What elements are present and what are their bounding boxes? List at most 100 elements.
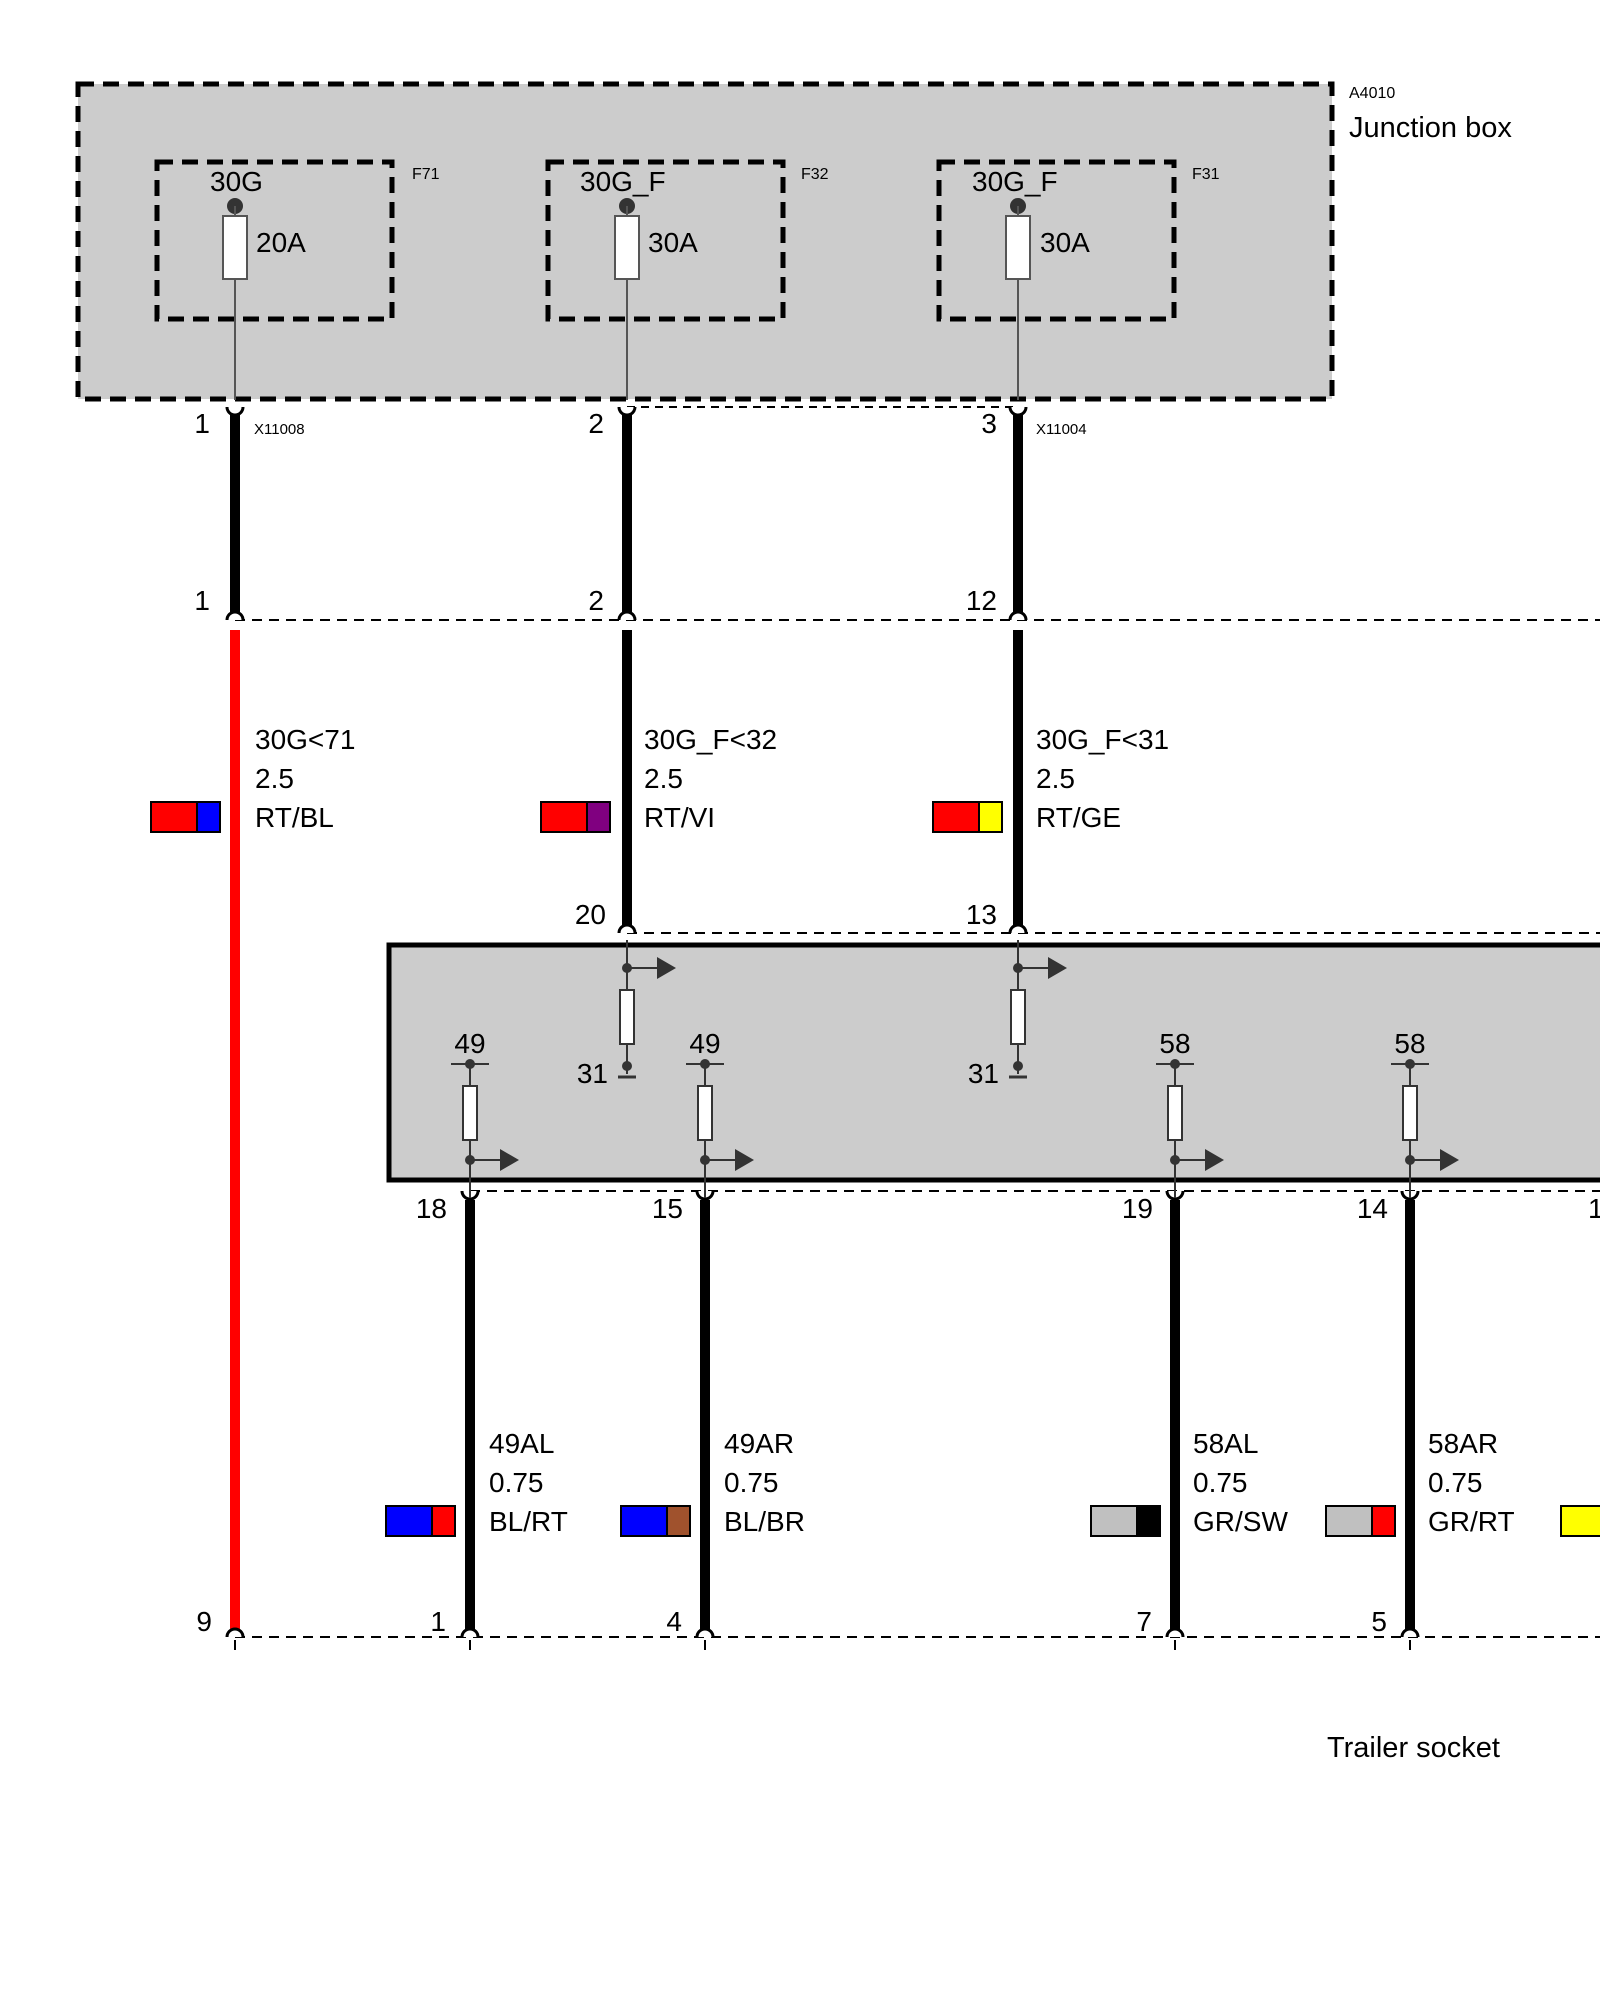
trailer-module: 31 31 49 49	[386, 940, 1600, 1198]
wire-swatch-secondary	[978, 801, 1003, 833]
ground-label: 31	[577, 1058, 608, 1089]
wire-gauge: 0.75	[1428, 1467, 1483, 1498]
wire-signal: 49AR	[724, 1428, 794, 1459]
wires-jb-to-mid	[230, 413, 1023, 612]
wire-signal: 30G_F<32	[644, 724, 777, 755]
module-output-49-left: 49	[451, 1028, 519, 1198]
pin-arc	[617, 923, 637, 934]
resistor-icon	[619, 989, 635, 1045]
pin-numbers: 1 2 3 1 2 12 20 13 18 15 19 14 1 9 1 4 7…	[194, 408, 1600, 1637]
pin-module-out-14: 14	[1357, 1193, 1388, 1224]
ground-label: 31	[968, 1058, 999, 1089]
wire-swatch-partial	[1560, 1505, 1600, 1537]
pin-jb-out-2: 2	[588, 408, 604, 439]
wire-color-code: BL/RT	[489, 1506, 568, 1537]
wire-signal: 58AL	[1193, 1428, 1258, 1459]
fuse-f71-box	[154, 159, 395, 322]
resistor-icon	[1167, 1085, 1183, 1141]
wire-swatch-secondary	[1371, 1505, 1396, 1537]
pin-arc	[1165, 1627, 1185, 1638]
wire-label-30g-f-32: 30G_F<32 2.5 RT/VI	[540, 724, 777, 833]
wire-label-58ar: 58AR 0.75 GR/RT	[1325, 1428, 1515, 1537]
fuse-f71-rating: 20A	[256, 227, 306, 258]
junction-box: A4010 Junction box F71 30G 20A F32 30G_F…	[75, 81, 1512, 402]
pin-jb-out-1: 1	[194, 408, 210, 439]
wire-swatch-primary	[540, 801, 588, 833]
upper-wire-labels: 30G<71 2.5 RT/BL 30G_F<32 2.5 RT/VI 30G_…	[150, 724, 1169, 833]
pin-jb-out-3: 3	[981, 408, 997, 439]
wire-swatch-primary	[1090, 1505, 1138, 1537]
wire-swatch-primary	[932, 801, 980, 833]
pin-socket-4: 4	[666, 1606, 682, 1637]
wire-swatch-primary	[620, 1505, 668, 1537]
fuse-f71: F71 30G 20A	[154, 159, 440, 400]
wires-upper	[230, 630, 1023, 1630]
module-input-20: 31	[577, 940, 676, 1089]
resistor-icon	[1010, 989, 1026, 1045]
pin-module-out-18: 18	[416, 1193, 447, 1224]
wire-color-code: RT/GE	[1036, 802, 1121, 833]
junction-box-outline	[75, 81, 1335, 402]
output-label: 58	[1394, 1028, 1425, 1059]
output-label: 58	[1159, 1028, 1190, 1059]
wire-gauge: 0.75	[1193, 1467, 1248, 1498]
pin-module-in-20: 20	[575, 899, 606, 930]
pin-mid-12: 12	[966, 585, 997, 616]
pin-socket-7: 7	[1136, 1606, 1152, 1637]
wire-color-code: GR/SW	[1193, 1506, 1288, 1537]
wire-color-code: GR/RT	[1428, 1506, 1515, 1537]
wire-swatch-primary	[150, 801, 198, 833]
wire-signal: 30G_F<31	[1036, 724, 1169, 755]
wire-gauge: 0.75	[724, 1467, 779, 1498]
wire-color-code: RT/BL	[255, 802, 334, 833]
junction-box-id: A4010	[1349, 85, 1395, 102]
pin-arc	[617, 406, 637, 417]
pin-arc	[695, 1627, 715, 1638]
wires-lower	[465, 1200, 1415, 1630]
arrow-icon	[1048, 957, 1067, 979]
trailer-socket-label: Trailer socket	[1327, 1732, 1500, 1764]
pin-module-out-15: 15	[652, 1193, 683, 1224]
pin-arc	[225, 610, 245, 621]
module-output-58-right: 58	[1391, 1028, 1459, 1198]
wire-color-code: RT/VI	[644, 802, 715, 833]
wire-gauge: 0.75	[489, 1467, 544, 1498]
pin-arcs	[225, 406, 1420, 1638]
lower-wire-labels: 49AL 0.75 BL/RT 49AR 0.75 BL/BR 58AL 0.7…	[385, 1428, 1600, 1537]
fuse-f32-rating: 30A	[648, 227, 698, 258]
fuse-f31-id: F31	[1192, 166, 1220, 183]
output-label: 49	[454, 1028, 485, 1059]
pin-mid-2: 2	[588, 585, 604, 616]
junction-box-title: Junction box	[1349, 112, 1512, 144]
fuse-f31-box	[936, 159, 1177, 322]
pin-arc	[1400, 1627, 1420, 1638]
fuse-f71-id: F71	[412, 166, 440, 183]
resistor-icon	[462, 1085, 478, 1141]
wire-label-30g-f-31: 30G_F<31 2.5 RT/GE	[932, 724, 1169, 833]
wire-gauge: 2.5	[1036, 763, 1075, 794]
connector-x11008-label: X11008	[254, 421, 305, 438]
pin-arc	[1008, 406, 1028, 417]
wire-signal: 58AR	[1428, 1428, 1498, 1459]
wire-gauge: 2.5	[644, 763, 683, 794]
pin-arc	[225, 1627, 245, 1638]
wire-label-30g-71: 30G<71 2.5 RT/BL	[150, 724, 355, 833]
pin-module-out-1: 1	[1588, 1193, 1600, 1224]
fuse-f31-terminal: 30G_F	[972, 166, 1058, 197]
arrow-icon	[735, 1149, 754, 1171]
resistor-icon	[1402, 1085, 1418, 1141]
module-input-13: 31	[968, 940, 1067, 1089]
resistor-icon	[697, 1085, 713, 1141]
wire-color-code: BL/BR	[724, 1506, 805, 1537]
module-output-49-right: 49	[686, 1028, 754, 1198]
pin-socket-5: 5	[1371, 1606, 1387, 1637]
wire-gauge: 2.5	[255, 763, 294, 794]
module-output-58-left: 58	[1156, 1028, 1224, 1198]
output-label: 49	[689, 1028, 720, 1059]
wire-signal: 30G<71	[255, 724, 355, 755]
pin-arc	[1008, 923, 1028, 934]
arrow-icon	[1440, 1149, 1459, 1171]
fuse-f32-terminal: 30G_F	[580, 166, 666, 197]
fuse-f31-symbol	[1005, 215, 1031, 280]
